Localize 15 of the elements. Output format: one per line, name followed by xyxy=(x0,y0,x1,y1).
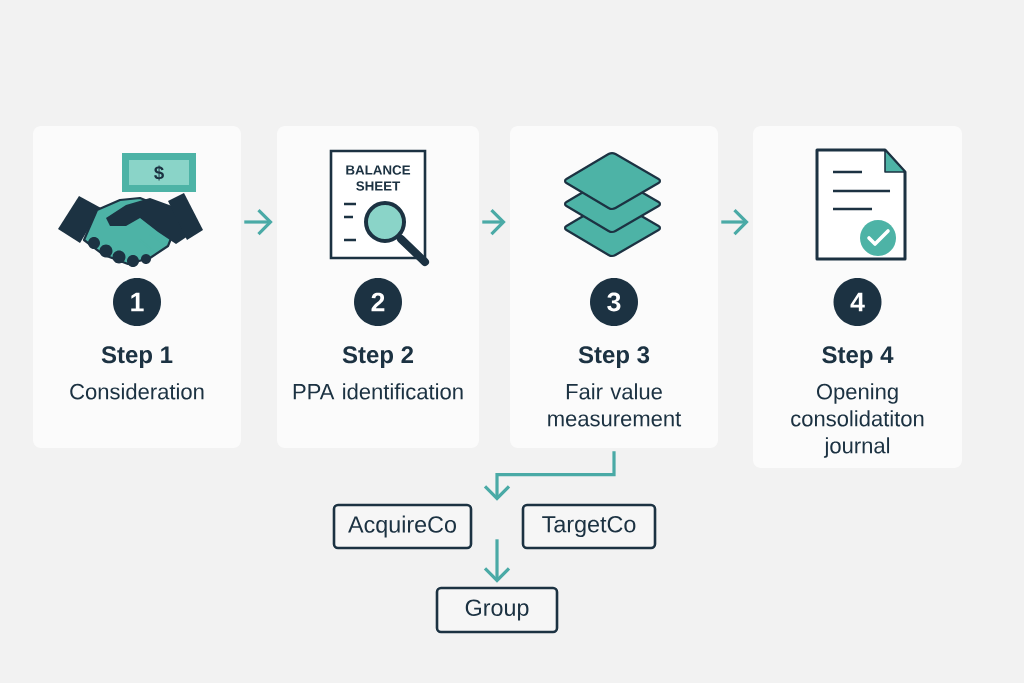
dollar-sign: $ xyxy=(154,165,164,181)
document-heading: BALANCE SHEET xyxy=(346,165,411,191)
step-title: Step 3 xyxy=(578,346,650,368)
entity-box: Group xyxy=(435,586,559,634)
step-title: Step 4 xyxy=(822,346,894,368)
arrow xyxy=(483,539,511,583)
step-title: Step 1 xyxy=(101,346,173,368)
step-description: Opening consolidatiton journal xyxy=(791,383,924,458)
step-title: Step 2 xyxy=(342,346,414,368)
entity-box: TargetCo xyxy=(521,503,657,550)
entity-box: AcquireCo xyxy=(332,503,473,550)
arrow xyxy=(244,208,273,236)
step-description: PPA identification xyxy=(293,383,463,400)
step-description: Fair value measurement xyxy=(548,383,682,427)
step-description: Consideration xyxy=(70,383,204,400)
